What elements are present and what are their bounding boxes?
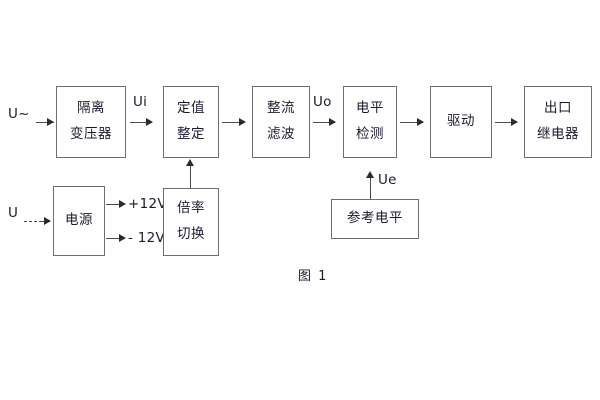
line-level-to-drive: [400, 122, 423, 123]
block-level-detection[interactable]: 电平 检测: [343, 86, 397, 158]
block-power-supply-line-1: 电源: [65, 212, 93, 229]
line-setting-to-rectify: [222, 122, 244, 123]
block-rectify-filter[interactable]: 整流 滤波: [252, 86, 310, 158]
line-multiplier-to-setting: [190, 165, 191, 188]
line-ui: [130, 122, 152, 123]
block-power-supply[interactable]: 电源: [53, 186, 105, 256]
figure-caption: 图 1: [298, 269, 328, 284]
block-isolation-transformer-line-2: 变压器: [70, 126, 112, 142]
line-input-dc-dashed: [24, 221, 42, 222]
block-rectify-filter-line-1: 整流: [267, 100, 295, 117]
label-signal-ui: Ui: [133, 94, 148, 110]
arrow-uo-icon: [329, 117, 336, 126]
block-isolation-transformer[interactable]: 隔离 变压器: [56, 86, 126, 158]
block-rectify-filter-line-2: 滤波: [267, 126, 295, 142]
block-reference-level[interactable]: 参考电平: [331, 199, 419, 239]
arrow-minus12v-icon: [119, 233, 126, 242]
line-input-ac: [36, 122, 54, 123]
block-output-relay[interactable]: 出口 继电器: [524, 86, 592, 158]
arrow-plus12v-icon: [119, 199, 126, 208]
block-setting-value-line-2: 整定: [177, 126, 205, 142]
line-drive-to-relay: [495, 122, 517, 123]
arrow-level-to-drive-icon: [417, 117, 424, 126]
arrow-ui-icon: [146, 117, 153, 126]
block-output-relay-line-2: 继电器: [537, 126, 579, 142]
block-reference-level-line-1: 参考电平: [347, 210, 403, 227]
label-input-ac: U~: [8, 106, 30, 122]
block-isolation-transformer-line-1: 隔离: [77, 100, 105, 117]
block-output-relay-line-1: 出口: [544, 100, 572, 117]
block-setting-value[interactable]: 定值 整定: [163, 86, 219, 158]
label-input-dc: U: [8, 205, 19, 221]
block-level-detection-line-2: 检测: [356, 126, 384, 142]
line-minus12v: [106, 238, 124, 239]
block-drive[interactable]: 驱动: [430, 86, 492, 158]
label-plus12v: +12V: [128, 196, 167, 212]
label-signal-ue: Ue: [378, 172, 397, 188]
arrow-multiplier-to-setting-icon: [186, 159, 194, 166]
arrow-reference-to-level-icon: [366, 171, 374, 178]
block-multiplier-switch-line-1: 倍率: [177, 200, 205, 217]
arrow-input-dc-icon: [44, 216, 51, 225]
line-uo: [313, 122, 335, 123]
line-plus12v: [106, 204, 124, 205]
line-reference-to-level: [370, 177, 371, 199]
block-level-detection-line-1: 电平: [356, 100, 384, 117]
block-multiplier-switch-line-2: 切换: [177, 226, 205, 242]
block-multiplier-switch[interactable]: 倍率 切换: [163, 188, 219, 256]
arrow-setting-to-rectify-icon: [239, 117, 246, 126]
arrow-drive-to-relay-icon: [511, 117, 518, 126]
block-setting-value-line-1: 定值: [177, 100, 205, 117]
block-drive-line-1: 驱动: [447, 113, 475, 130]
label-signal-uo: Uo: [313, 94, 332, 110]
arrow-input-ac-icon: [47, 117, 54, 126]
label-minus12v: - 12V: [128, 230, 166, 246]
